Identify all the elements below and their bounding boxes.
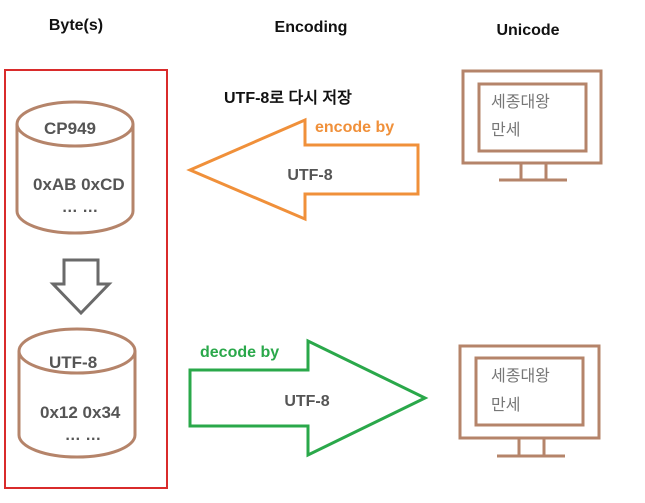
caption: UTF-8로 다시 저장 (224, 89, 352, 107)
encode-arrow (186, 117, 420, 222)
monitor-top (461, 69, 603, 182)
db-top-values: 0xAB 0xCD (33, 175, 125, 194)
monitor-bottom-line2: 만세 (491, 396, 520, 414)
monitor-bottom (458, 344, 601, 458)
decode-text: UTF-8 (284, 393, 329, 410)
database-cp949 (15, 100, 135, 235)
monitor-top-line1: 세종대왕 (491, 93, 550, 111)
header-bytes: Byte(s) (49, 17, 103, 34)
monitor-top-line2: 만세 (491, 121, 520, 139)
header-unicode: Unicode (496, 22, 559, 39)
encode-label: encode by (315, 119, 394, 136)
header-encoding: Encoding (275, 19, 348, 36)
db-top-name: CP949 (44, 119, 96, 138)
db-bottom-name: UTF-8 (49, 353, 97, 372)
down-arrow (49, 258, 113, 316)
encode-text: UTF-8 (287, 167, 332, 184)
db-top-ellipsis: … … (62, 199, 98, 216)
db-bottom-values: 0x12 0x34 (40, 403, 121, 422)
decode-arrow (188, 338, 429, 458)
monitor-bottom-line1: 세종대왕 (491, 367, 550, 385)
database-utf8 (17, 327, 137, 459)
db-bottom-ellipsis: … … (65, 427, 101, 444)
bytes-frame (4, 69, 168, 489)
decode-label: decode by (200, 344, 279, 361)
